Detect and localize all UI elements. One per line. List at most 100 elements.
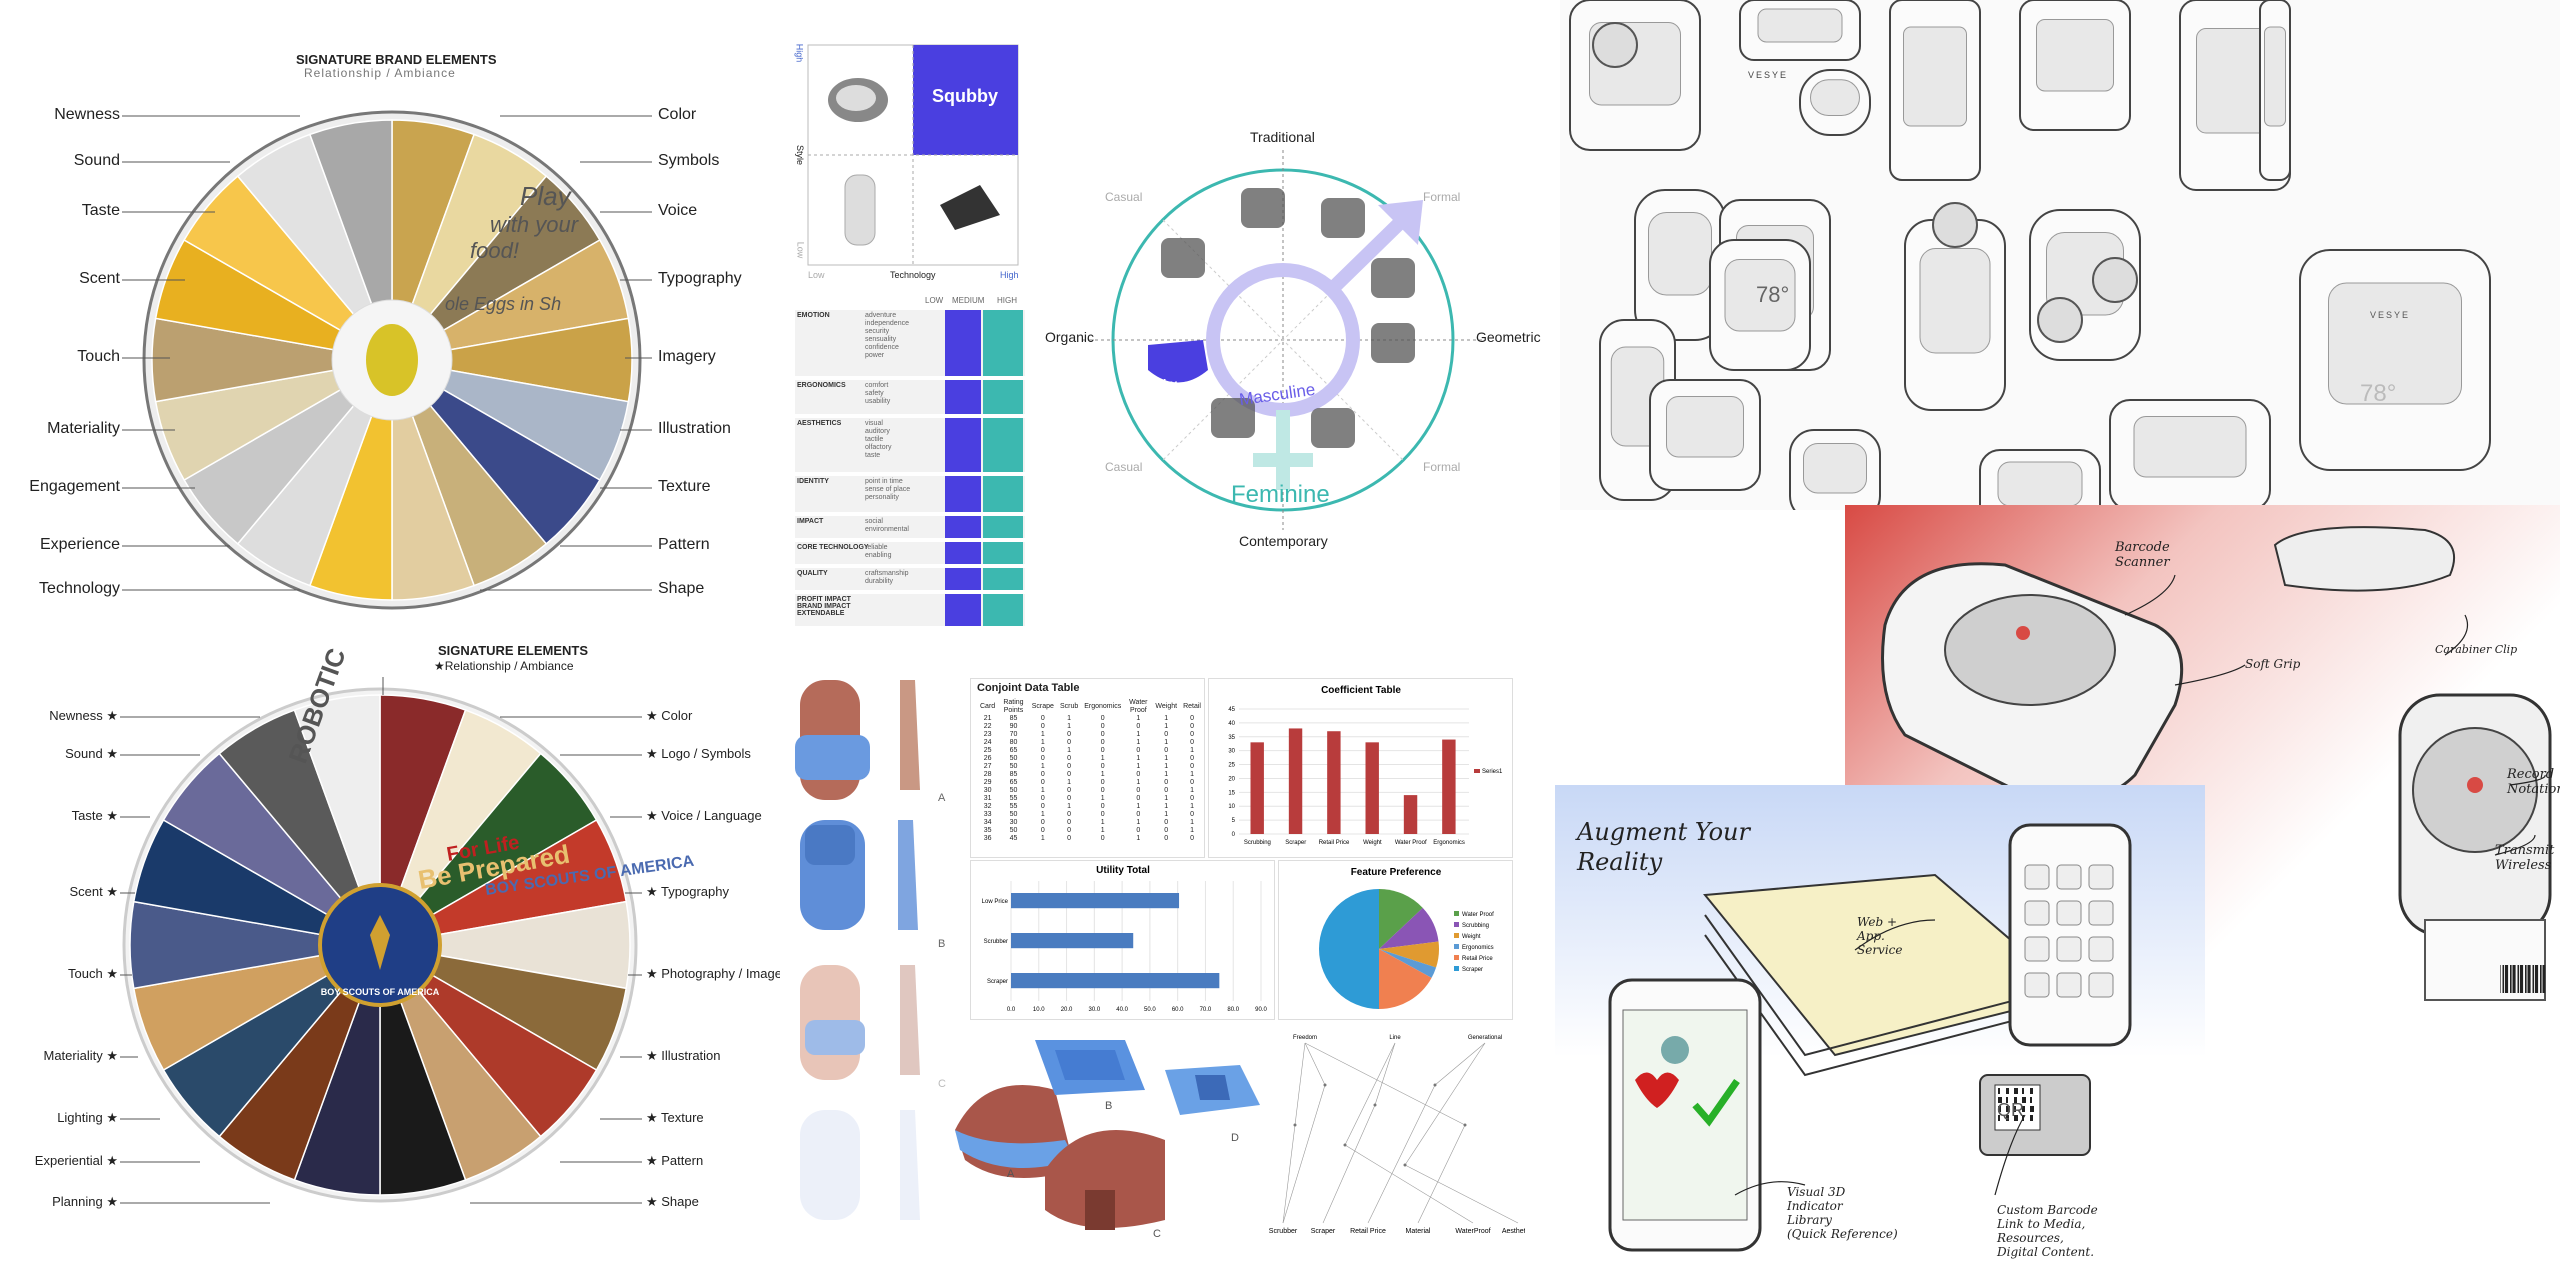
conjoint-cell: 0 bbox=[1190, 755, 1194, 762]
note-custom-barcode: Custom Barcode Link to Media, Resources,… bbox=[1997, 1203, 2098, 1259]
remote-sketches bbox=[1881, 526, 2552, 1001]
conjoint-cell: 0 bbox=[1067, 835, 1072, 842]
util-xtick: 0.0 bbox=[1007, 1007, 1016, 1013]
matrix-y-style: Style bbox=[795, 144, 806, 166]
wheel1-subtitle: Relationship / Ambiance bbox=[304, 66, 456, 80]
pie-legend-swatch bbox=[1454, 966, 1459, 971]
conjoint-cell: 0 bbox=[1190, 723, 1194, 730]
sponge-d bbox=[1165, 1065, 1260, 1115]
conjoint-cell: 0 bbox=[1136, 827, 1141, 834]
thermo-temp-1: 78° bbox=[1756, 282, 1790, 307]
product-glove-image bbox=[844, 174, 876, 246]
conjoint-cell: 0 bbox=[1190, 795, 1194, 802]
gender-right: Geometric bbox=[1476, 329, 1541, 345]
tree-node bbox=[1373, 1103, 1377, 1107]
conjoint-cell: 0 bbox=[1136, 787, 1141, 794]
conjoint-cell: 0 bbox=[1190, 739, 1194, 746]
coef-xtick: Retail Price bbox=[1319, 840, 1350, 846]
conjoint-cell: 1 bbox=[1136, 803, 1141, 810]
gender-bottom: Contemporary bbox=[1239, 533, 1328, 549]
sponge-a bbox=[955, 1085, 1075, 1178]
conjoint-cell: 0 bbox=[1067, 811, 1072, 818]
matrix-x-tech: Technology bbox=[890, 270, 936, 280]
conjoint-cell: 50 bbox=[1009, 827, 1018, 834]
wheel1-slice-text: with your bbox=[490, 212, 580, 237]
gender-left: Organic bbox=[1045, 329, 1095, 345]
attr-row-label: IDENTITY bbox=[797, 478, 829, 485]
tree-bottom-node: Scrubber bbox=[1269, 1228, 1298, 1235]
swatch-a bbox=[795, 680, 920, 800]
tree-node bbox=[1463, 1123, 1467, 1127]
util-bar bbox=[1011, 933, 1134, 949]
brand-quadrant bbox=[913, 45, 1018, 155]
swatch-letter-c: C bbox=[938, 1078, 946, 1090]
product-scraper-image bbox=[828, 78, 888, 122]
attr-row-desc: social environmental bbox=[865, 518, 909, 533]
wheel2-title: SIGNATURE ELEMENTS bbox=[438, 643, 588, 658]
conjoint-header: Scrub bbox=[1059, 703, 1079, 710]
conjoint-cell: 0 bbox=[1040, 827, 1045, 834]
tree-node bbox=[1323, 1083, 1327, 1087]
conjoint-header: Weight bbox=[1155, 703, 1178, 710]
util-xtick: 80.0 bbox=[1227, 1007, 1239, 1013]
conjoint-cell: 50 bbox=[1009, 811, 1018, 818]
sponge-letter-d: D bbox=[1231, 1132, 1239, 1144]
attr-bar-high bbox=[983, 380, 1023, 414]
conjoint-cell: 0 bbox=[1190, 835, 1194, 842]
attr-bar-high bbox=[983, 594, 1023, 626]
conjoint-cell: 55 bbox=[1009, 795, 1018, 802]
tree-bottom-node: Retail Price bbox=[1350, 1228, 1386, 1235]
tree-bottom-node: Aesthetics bbox=[1502, 1228, 1525, 1235]
conjoint-cell: 1 bbox=[1040, 731, 1045, 738]
conjoint-cell: 0 bbox=[1100, 779, 1105, 786]
remote-keychain bbox=[2273, 526, 2455, 592]
wheel1-left-label-2: Taste bbox=[81, 202, 120, 219]
conjoint-cell: 85 bbox=[1009, 771, 1018, 778]
matrix-y-low: Low bbox=[795, 241, 806, 259]
attr-row-label: PROFIT IMPACT BRAND IMPACT EXTENDABLE bbox=[797, 596, 851, 617]
coef-bar bbox=[1403, 795, 1418, 834]
pie-slice bbox=[1379, 889, 1423, 949]
attr-bar-medium bbox=[945, 516, 981, 538]
attr-bar-high bbox=[983, 516, 1023, 538]
wheel1-left-label-1: Sound bbox=[73, 152, 120, 169]
conjoint-title: Conjoint Data Table bbox=[977, 682, 1080, 694]
product-thumbnail bbox=[1321, 198, 1365, 238]
util-xtick: 30.0 bbox=[1088, 1007, 1100, 1013]
conjoint-cell: 0 bbox=[1100, 811, 1105, 818]
conjoint-cell: 1 bbox=[1136, 739, 1141, 746]
coef-ytick: 5 bbox=[1232, 818, 1236, 824]
conjoint-cell: 1 bbox=[1164, 811, 1169, 818]
attr-row-label: EMOTION bbox=[797, 312, 830, 319]
checkmark-icon bbox=[1692, 1078, 1740, 1127]
conjoint-cell: 1 bbox=[1190, 819, 1194, 826]
wheel2-left-label-4: Touch ★ bbox=[68, 966, 118, 981]
util-xtick: 90.0 bbox=[1255, 1007, 1267, 1013]
conjoint-cell: 1 bbox=[1164, 723, 1169, 730]
attr-row-label: IMPACT bbox=[797, 518, 824, 525]
bsa-emblem-text: BOY SCOUTS OF AMERICA bbox=[321, 987, 440, 997]
conjoint-cell: 0 bbox=[1164, 731, 1169, 738]
util-bar bbox=[1011, 893, 1180, 909]
coefficient-chart: Coefficient Table051015202530354045Scrub… bbox=[1228, 685, 1503, 846]
augment-title: Augment Your Reality bbox=[1577, 818, 1750, 876]
thermo-temp-2: 78° bbox=[2360, 380, 2397, 407]
card-brand: QR bbox=[1997, 1100, 2024, 1120]
attr-bar-medium bbox=[945, 568, 981, 590]
conjoint-cell: 32 bbox=[983, 803, 992, 810]
conjoint-cell: 0 bbox=[1100, 835, 1105, 842]
conjoint-cell: 1 bbox=[1164, 795, 1169, 802]
tree-node bbox=[1343, 1143, 1347, 1147]
conjoint-cell: 0 bbox=[1164, 835, 1169, 842]
attr-bar-medium bbox=[945, 476, 981, 512]
augment-reality-panel: Augment Your Reality Web + App. Service … bbox=[1555, 785, 2205, 1280]
conjoint-cell: 34 bbox=[983, 819, 992, 826]
conjoint-cell: 1 bbox=[1067, 803, 1072, 810]
